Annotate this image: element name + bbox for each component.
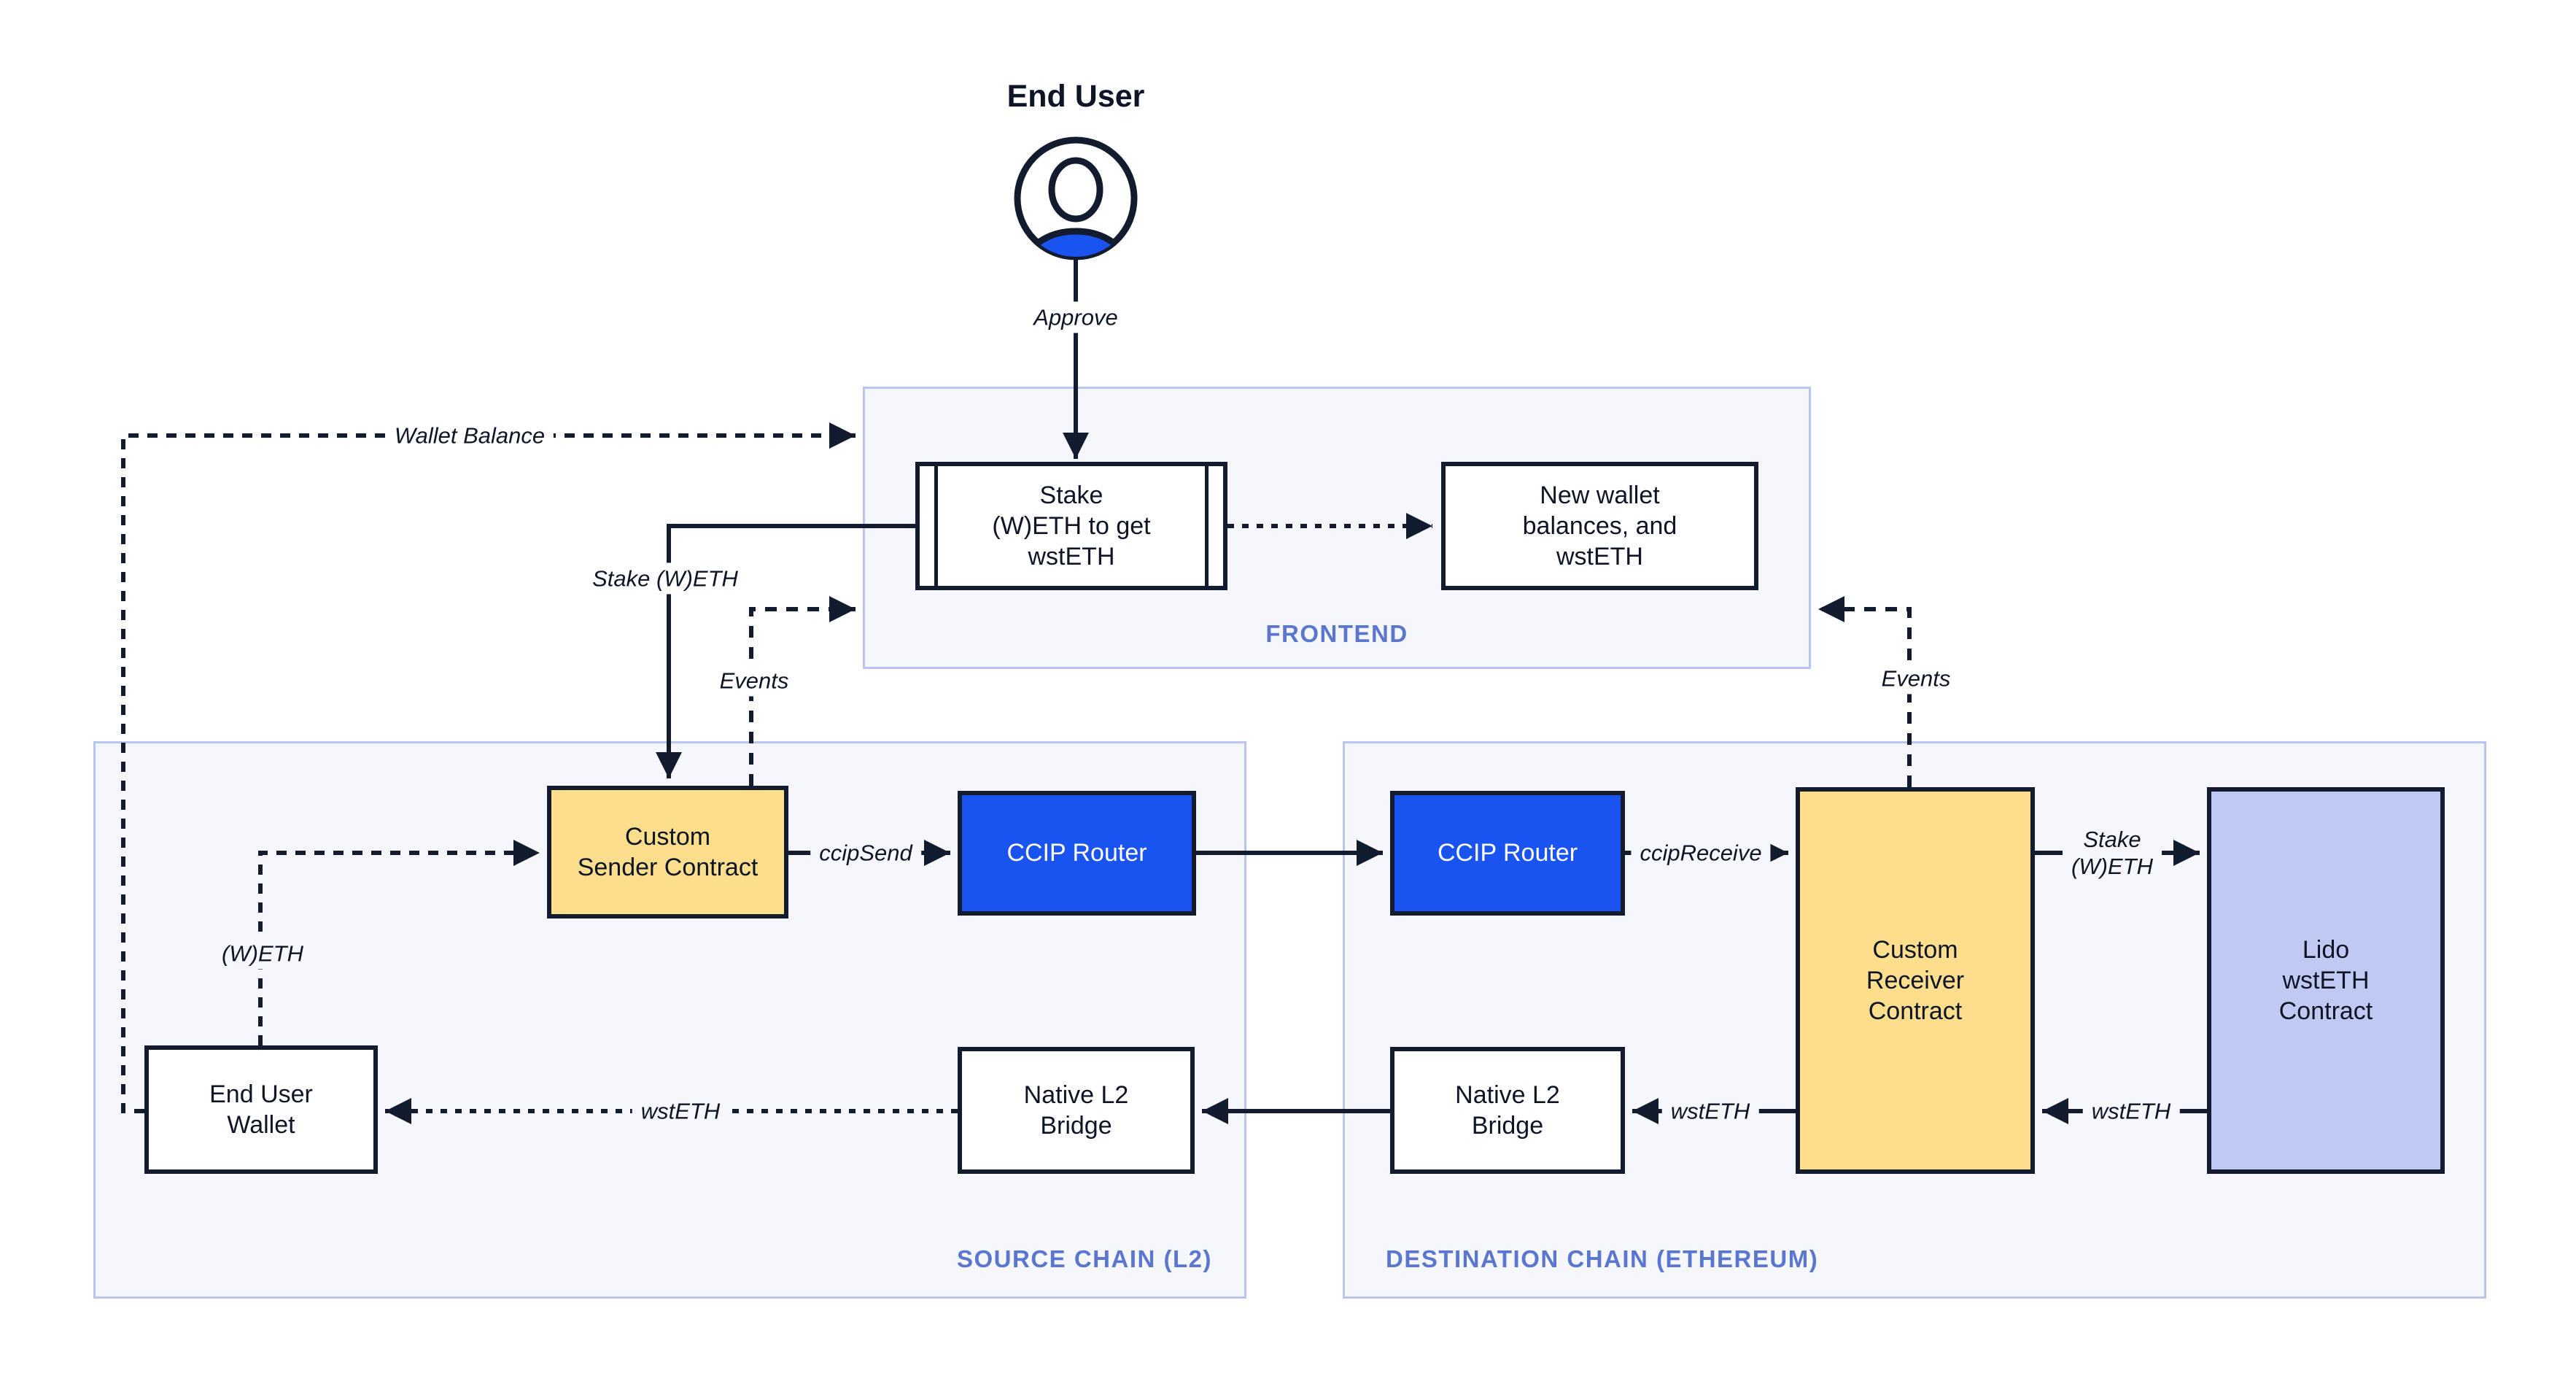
node-stake-action-label: Stake (W)ETH to get wstETH — [992, 481, 1151, 571]
node-stake-action: Stake (W)ETH to get wstETH — [915, 462, 1227, 590]
label-wsteth-lido-to-receiver: wstETH — [2082, 1095, 2180, 1127]
node-native-bridge-destination: Native L2 Bridge — [1390, 1047, 1625, 1174]
node-custom-receiver-contract: Custom Receiver Contract — [1796, 787, 2035, 1174]
node-end-user-wallet: End User Wallet — [144, 1045, 378, 1174]
actor-label: End User — [1006, 79, 1145, 114]
label-wallet-balance: Wallet Balance — [385, 419, 554, 452]
node-custom-sender-contract: Custom Sender Contract — [547, 786, 788, 918]
label-ccip-send: ccipSend — [810, 837, 921, 869]
label-stake-weth-right: Stake (W)ETH — [2063, 823, 2162, 883]
node-ccip-router-destination-label: CCIP Router — [1437, 839, 1578, 867]
node-lido-label: Lido wstETH Contract — [2278, 935, 2373, 1026]
source-chain-label: SOURCE CHAIN (L2) — [956, 1245, 1212, 1272]
frontend-label: FRONTEND — [1265, 620, 1408, 647]
node-ccip-router-destination: CCIP Router — [1390, 791, 1625, 916]
node-custom-receiver-label: Custom Receiver Contract — [1866, 935, 1965, 1026]
destination-chain-label: DESTINATION CHAIN (ETHEREUM) — [1386, 1245, 1819, 1272]
node-new-balances: New wallet balances, and wstETH — [1441, 462, 1758, 590]
label-events-right: Events — [1872, 662, 1960, 695]
node-ccip-router-source-label: CCIP Router — [1006, 839, 1147, 867]
node-native-bridge-source: Native L2 Bridge — [958, 1047, 1195, 1174]
node-ccip-router-source: CCIP Router — [958, 791, 1196, 916]
node-lido-wsteth-contract: Lido wstETH Contract — [2207, 787, 2445, 1174]
node-native-bridge-source-label: Native L2 Bridge — [1023, 1080, 1129, 1140]
node-native-bridge-destination-label: Native L2 Bridge — [1455, 1080, 1560, 1140]
label-events-left: Events — [710, 665, 798, 697]
end-user-icon — [1014, 136, 1138, 260]
node-custom-sender-label: Custom Sender Contract — [577, 822, 759, 881]
node-end-user-wallet-label: End User Wallet — [209, 1080, 313, 1139]
label-approve: Approve — [1025, 301, 1127, 333]
label-weth: (W)ETH — [213, 937, 312, 970]
label-wsteth-receiver-to-bridge: wstETH — [1661, 1095, 1759, 1127]
node-new-balances-label: New wallet balances, and wstETH — [1522, 481, 1677, 571]
label-ccip-receive: ccipReceive — [1631, 837, 1771, 869]
label-stake-weth: Stake (W)ETH — [583, 562, 747, 595]
label-wsteth-bridge-to-wallet: wstETH — [632, 1095, 729, 1127]
